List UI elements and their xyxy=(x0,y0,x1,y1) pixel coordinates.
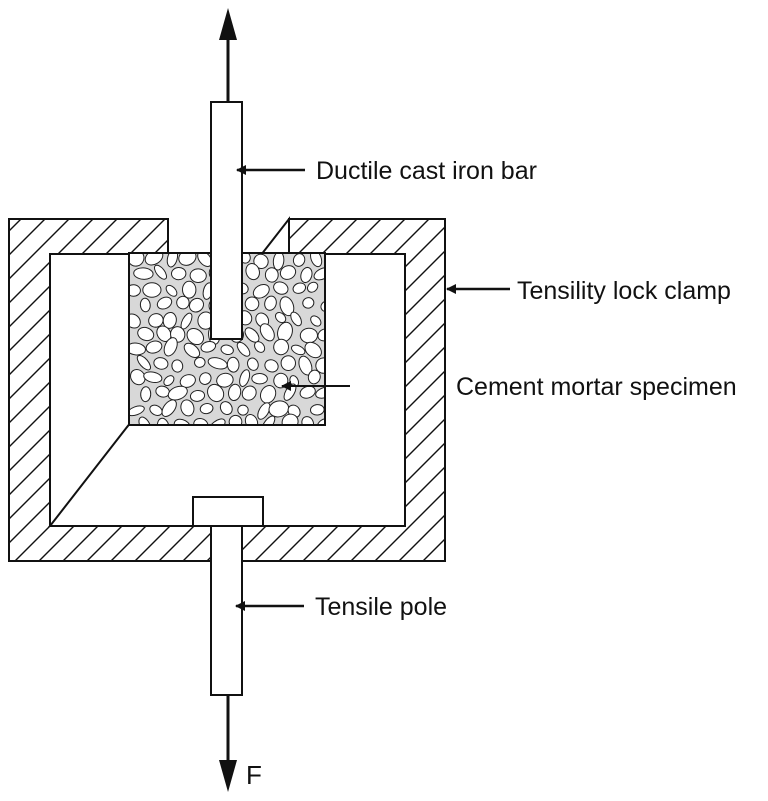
aggregate-particle xyxy=(252,283,270,299)
aggregate-particle xyxy=(316,418,325,425)
aggregate-particle xyxy=(228,383,242,402)
aggregate-particle xyxy=(189,389,206,402)
aggregate-particle xyxy=(129,405,145,417)
aggregate-particle xyxy=(251,372,268,385)
aggregate-particle xyxy=(292,282,307,294)
aggregate-particle xyxy=(304,341,322,359)
aggregate-particle xyxy=(247,357,259,371)
aggregate-particle xyxy=(163,337,178,357)
aggregate-particle xyxy=(299,327,318,344)
aggregate-particle xyxy=(281,413,299,425)
aggregate-particle xyxy=(239,369,251,387)
aggregate-particle xyxy=(129,342,146,356)
tensile-pole xyxy=(192,496,264,696)
aggregate-particle xyxy=(161,399,177,417)
tensility-lock-clamp xyxy=(8,216,446,562)
aggregate-particle xyxy=(176,295,190,310)
aggregate-particle xyxy=(273,281,289,295)
aggregate-particle xyxy=(189,268,207,284)
clamp-label: Tensility lock clamp xyxy=(517,277,731,305)
aggregate-particle xyxy=(167,385,188,401)
force-label: F xyxy=(246,760,262,790)
aggregate-particle xyxy=(207,383,225,403)
aggregate-particle xyxy=(264,267,279,283)
aggregate-particle xyxy=(226,356,240,373)
aggregate-particle xyxy=(186,327,205,346)
aggregate-particle xyxy=(139,297,151,313)
aggregate-particle xyxy=(148,313,164,328)
aggregate-particle xyxy=(180,399,195,417)
aggregate-particle xyxy=(220,344,234,356)
aggregate-particle xyxy=(156,417,170,425)
aggregate-particle xyxy=(136,354,152,371)
aggregate-particle xyxy=(257,402,271,420)
aggregate-particle xyxy=(307,369,321,385)
aggregate-particle xyxy=(171,266,187,281)
aggregate-particle xyxy=(310,253,323,268)
pole-label: Tensile pole xyxy=(315,593,447,621)
aggregate-particle xyxy=(194,356,206,368)
aggregate-particle xyxy=(300,266,313,284)
aggregate-particle xyxy=(245,263,260,281)
aggregate-particle xyxy=(280,355,297,371)
aggregate-particle xyxy=(188,297,205,313)
aggregate-particle xyxy=(274,312,287,324)
aggregate-particle xyxy=(219,401,233,416)
aggregate-particle xyxy=(264,295,277,311)
aggregate-particle xyxy=(259,323,275,342)
aggregate-particle xyxy=(199,403,214,415)
aggregate-particle xyxy=(199,372,212,385)
aggregate-particle xyxy=(181,280,197,299)
aggregate-particle xyxy=(279,265,297,280)
aggregate-particle xyxy=(306,281,319,293)
downward-force-arrow xyxy=(219,695,237,792)
aggregate-particle xyxy=(290,311,302,327)
aggregate-particle xyxy=(171,359,184,373)
specimen-label: Cement mortar specimen xyxy=(456,373,737,401)
aggregate-particle xyxy=(272,253,285,271)
ductile-cast-iron-bar xyxy=(210,101,243,340)
aggregate-particle xyxy=(130,369,146,386)
upward-force-arrow xyxy=(219,8,237,102)
aggregate-particle xyxy=(153,264,168,280)
aggregate-particle xyxy=(183,342,201,359)
aggregate-particle xyxy=(236,341,251,357)
aggregate-particle xyxy=(143,371,163,384)
aggregate-particle xyxy=(241,385,257,401)
aggregate-particle xyxy=(273,338,290,356)
aggregate-particle xyxy=(145,340,163,354)
aggregate-particle xyxy=(208,418,226,425)
aggregate-particle xyxy=(216,372,234,388)
aggregate-particle xyxy=(137,326,155,342)
aggregate-particle xyxy=(138,416,152,425)
aggregate-particle xyxy=(156,296,173,310)
aggregate-particle xyxy=(302,297,315,309)
aggregate-particle xyxy=(173,418,192,425)
aggregate-particle xyxy=(179,374,196,388)
aggregate-particle xyxy=(163,375,175,387)
aggregate-particle xyxy=(142,282,162,298)
bar-label: Ductile cast iron bar xyxy=(316,157,537,185)
aggregate-particle xyxy=(301,416,315,425)
aggregate-particle xyxy=(310,315,322,327)
aggregate-particle xyxy=(264,359,279,373)
aggregate-particle xyxy=(165,284,178,297)
aggregate-particle xyxy=(254,341,266,353)
aggregate-particle xyxy=(140,386,152,403)
aggregate-particle xyxy=(153,357,169,370)
aggregate-particle xyxy=(237,404,249,416)
aggregate-particle xyxy=(259,385,277,404)
aggregate-particle xyxy=(200,340,217,353)
aggregate-particle xyxy=(279,296,295,317)
aggregate-particle xyxy=(268,400,290,418)
aggregate-particle xyxy=(133,267,154,280)
aggregate-particle xyxy=(291,344,306,356)
aggregate-particle xyxy=(244,296,260,312)
